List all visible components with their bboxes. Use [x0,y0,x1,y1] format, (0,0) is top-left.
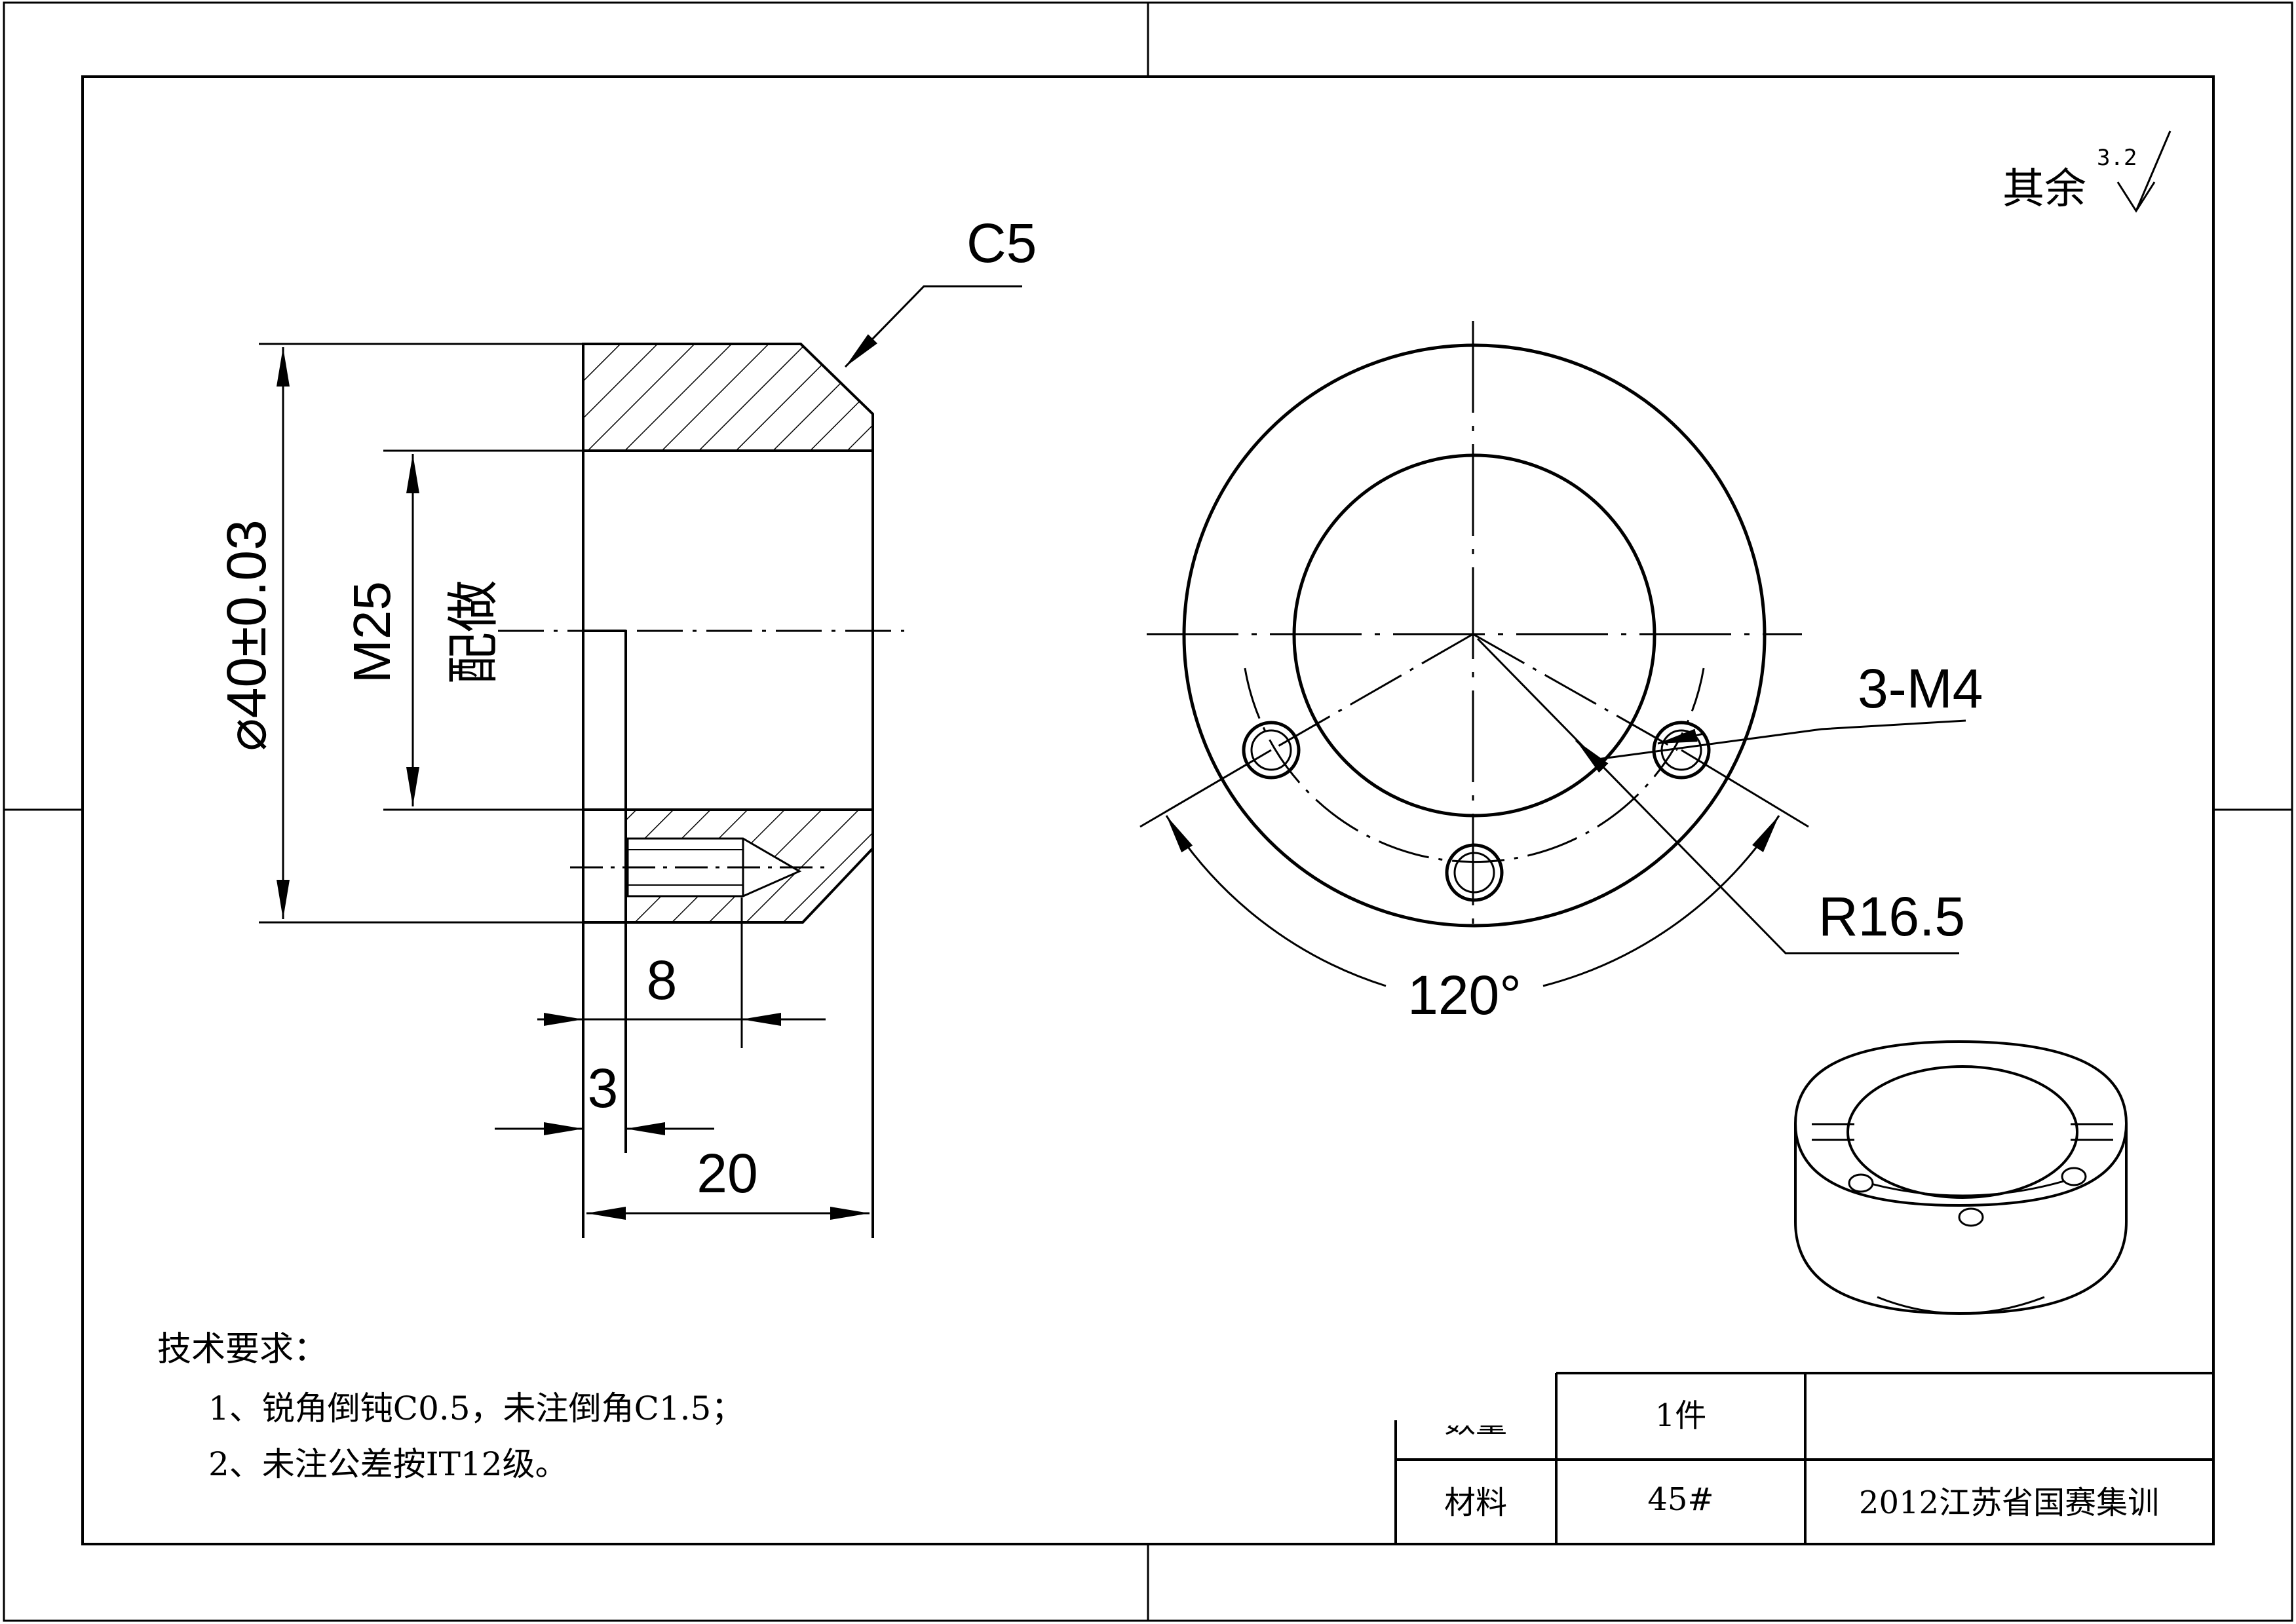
dimension-20: 20 [586,1142,870,1220]
roughness-note: 其余 [2002,165,2086,214]
tech-item-2: 2、未注公差按IT12级。 [208,1445,568,1483]
title-block: 数量 1件 材料 45# 2012江苏省国赛集训 [1394,1372,2213,1544]
sheet-frame [3,1,2293,1622]
dim-8-label: 8 [647,949,678,1011]
hole-bottom [1445,843,1504,902]
angle-label: 120° [1407,964,1521,1026]
chamfer-label: C5 [966,212,1037,274]
thread-note: 配做 [443,580,504,685]
radius-label: R16.5 [1818,886,1965,947]
section-view [259,343,904,1238]
dim-3-label: 3 [588,1057,619,1119]
hole-left [1242,721,1301,780]
front-view: 120° 3-M4 R16.5 [1139,321,1983,1026]
roughness-symbol: 其余 3.2 [2002,130,2172,214]
tech-requirements: 技术要求： 1、锐角倒钝C0.5，未注倒角C1.5； 2、未注公差按IT12级。 [157,1330,744,1483]
material-header: 材料 [1444,1484,1507,1521]
chamfer-callout: C5 [844,212,1037,368]
qty-value: 1件 [1655,1397,1707,1434]
project-name: 2012江苏省国赛集训 [1859,1484,2159,1521]
diameter-dimension: ⌀40±0.03 [216,347,290,919]
tech-heading: 技术要求： [157,1330,328,1369]
thread-dimension: M25 配做 [343,454,504,806]
isometric-view [1794,1040,2128,1315]
dim-20-label: 20 [697,1142,757,1204]
holes-label: 3-M4 [1858,658,1983,719]
diameter-label: ⌀40±0.03 [216,519,277,751]
tech-item-1: 1、锐角倒钝C0.5，未注倒角C1.5； [208,1389,744,1427]
material-value: 45# [1647,1481,1713,1518]
dimension-8: 8 [537,949,826,1026]
thread-label: M25 [343,581,401,683]
dimension-3: 3 [495,1057,714,1135]
roughness-value: 3.2 [2097,145,2137,171]
